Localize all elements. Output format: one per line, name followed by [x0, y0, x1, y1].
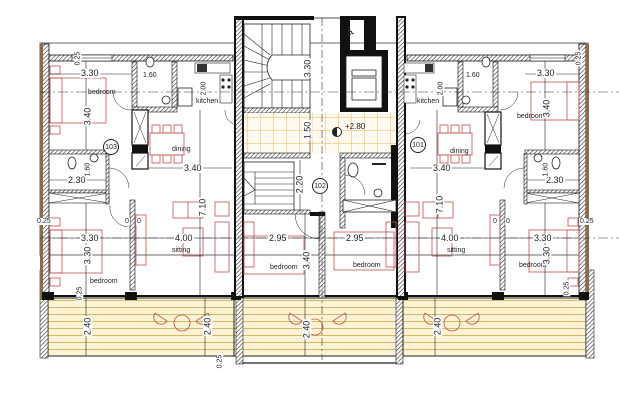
- dim-l-dining-w: 3.40: [183, 163, 203, 173]
- apartment-tag-103: 103: [103, 139, 119, 155]
- dim-r-dining-w: 3.40: [432, 163, 452, 173]
- dim-r-bed-bot-w: 3.30: [533, 233, 553, 243]
- dim-c-corridor-h: 1.50: [302, 120, 313, 141]
- dim-l-balcony-h2: 2.40: [202, 316, 213, 337]
- furniture: [49, 65, 580, 336]
- dim-r-bath-h: 1.60: [542, 161, 550, 178]
- dim-r-door-b: 0: [505, 218, 511, 225]
- dim-l-bed-bot-h: 3.30: [82, 245, 93, 266]
- dim-r-wall-bot: 0.25: [563, 280, 571, 297]
- dim-r-sitting-h: 7.10: [434, 194, 445, 215]
- balcony-left: [39, 269, 235, 359]
- elevation-label: +2.80: [345, 122, 366, 131]
- interior-walls-left: [48, 56, 237, 291]
- dim-l-wc-w: 1.60: [142, 72, 158, 79]
- dim-r-bed-top-h: 3.40: [541, 98, 552, 119]
- exterior-walls: [40, 43, 589, 300]
- room-label-left-bedroom-top: bedroom: [88, 89, 116, 96]
- dim-r-balcony-h: 2.40: [432, 316, 443, 337]
- room-label-center-bedroom-right: bedroom: [353, 262, 381, 269]
- room-label-right-bedroom-bottom: bedroom: [519, 262, 547, 269]
- dim-r-wall-top: 0.25: [575, 50, 583, 67]
- room-label-right-kitchen: kitchen: [417, 98, 440, 105]
- dim-l-bed-top-h: 3.40: [82, 106, 93, 127]
- dim-l-wall-mid: 0.25: [36, 218, 52, 225]
- level-marker-icon: [332, 127, 342, 137]
- dim-r-bed-bot-h: 3.30: [541, 245, 552, 266]
- room-label-right-bedroom-top: bedroom: [517, 113, 545, 120]
- dim-l-sitting-h: 7.10: [197, 197, 208, 218]
- room-label-right-dining: dining: [450, 148, 469, 155]
- room-label-right-sitting: sitting: [447, 247, 466, 254]
- room-label-left-bedroom-bottom: bedroom: [90, 278, 118, 285]
- dim-l-wall-top: 0.25: [74, 50, 82, 67]
- room-label-left-dining: dining: [172, 146, 191, 153]
- dim-c-stair-h: 3.30: [302, 58, 313, 79]
- wheelchair-icon: ♿: [344, 24, 356, 38]
- dim-c-bed-l-w: 2.95: [268, 233, 288, 243]
- room-label-left-kitchen: kitchen: [196, 98, 219, 105]
- dim-r-door-a: 0: [492, 218, 498, 225]
- room-label-center-bedroom-left: bedroom: [270, 264, 298, 271]
- balcony-center: [233, 297, 407, 365]
- dim-l-door-b: 0: [136, 218, 142, 225]
- dim-r-sitting-w: 4.00: [440, 233, 460, 243]
- dim-l-balcony-h1: 2.40: [82, 316, 93, 337]
- dim-l-kitchen-h: 2.00: [200, 80, 208, 97]
- dim-l-bed-top-w: 3.30: [80, 68, 100, 78]
- dim-c-balcony-h: 2.40: [301, 319, 312, 340]
- dim-c-bed-h: 3.40: [301, 250, 312, 271]
- dim-l-bath-w: 2.30: [67, 175, 87, 185]
- dim-r-bed-top-w: 3.30: [536, 68, 556, 78]
- dim-l-wall-bot: 0.25: [76, 285, 84, 302]
- dim-r-wc-w: 1.60: [465, 72, 481, 79]
- dim-c-bed-r-w: 2.95: [345, 233, 365, 243]
- dim-r-bath-w: 2.30: [545, 175, 565, 185]
- dim-c-wall-bot: 0.25: [216, 353, 224, 370]
- dim-r-kitchen-h: 2.00: [437, 80, 445, 97]
- dim-l-door-a: 0: [124, 218, 130, 225]
- dim-r-wall-mid: 0.25: [579, 218, 595, 225]
- apartment-tag-102: 102: [312, 178, 328, 194]
- room-label-left-sitting: sitting: [172, 247, 191, 254]
- dim-l-bath-h: 1.60: [84, 161, 92, 178]
- stair-core: [234, 16, 406, 360]
- dim-c-stair2-h: 2.20: [294, 174, 305, 195]
- apartment-tag-101: 101: [410, 137, 426, 153]
- dim-l-sitting-w: 4.00: [174, 233, 194, 243]
- dim-l-bed-bot-w: 3.30: [80, 233, 100, 243]
